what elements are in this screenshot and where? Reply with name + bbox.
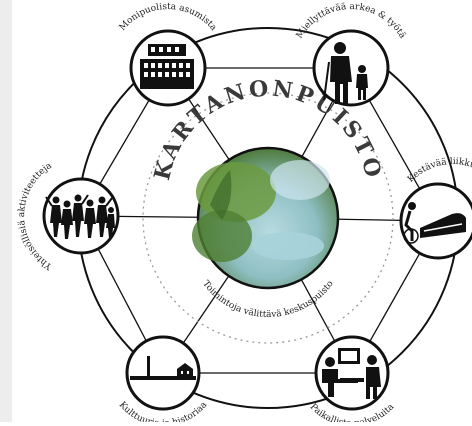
theme-community[interactable]: Yhteisöllisiä aktiviteetteja bbox=[17, 161, 120, 272]
theme-housing-label: Monipuolista asumista bbox=[118, 2, 219, 33]
theme-mobility-text: Kestävää liikkumista bbox=[406, 157, 472, 185]
park-image bbox=[192, 146, 340, 290]
theme-services[interactable]: Paikallista palveluita bbox=[308, 335, 397, 426]
service-counter-icon bbox=[322, 348, 381, 399]
apartment-building-icon bbox=[140, 44, 194, 89]
theme-mobility[interactable]: Kestävää liikkumista bbox=[399, 157, 472, 260]
manor-building-icon bbox=[130, 356, 196, 380]
theme-mobility-label: Kestävää liikkumista bbox=[406, 157, 472, 185]
left-edge-strip bbox=[0, 0, 12, 422]
cyclist-and-train-icon bbox=[403, 202, 466, 244]
theme-housing[interactable]: Monipuolista asumista bbox=[118, 2, 219, 107]
theme-housing-text: Monipuolista asumista bbox=[118, 2, 219, 33]
elderly-with-child-icon bbox=[323, 42, 368, 104]
dotted-ring bbox=[142, 92, 394, 344]
dancing-crowd-icon bbox=[45, 194, 115, 239]
